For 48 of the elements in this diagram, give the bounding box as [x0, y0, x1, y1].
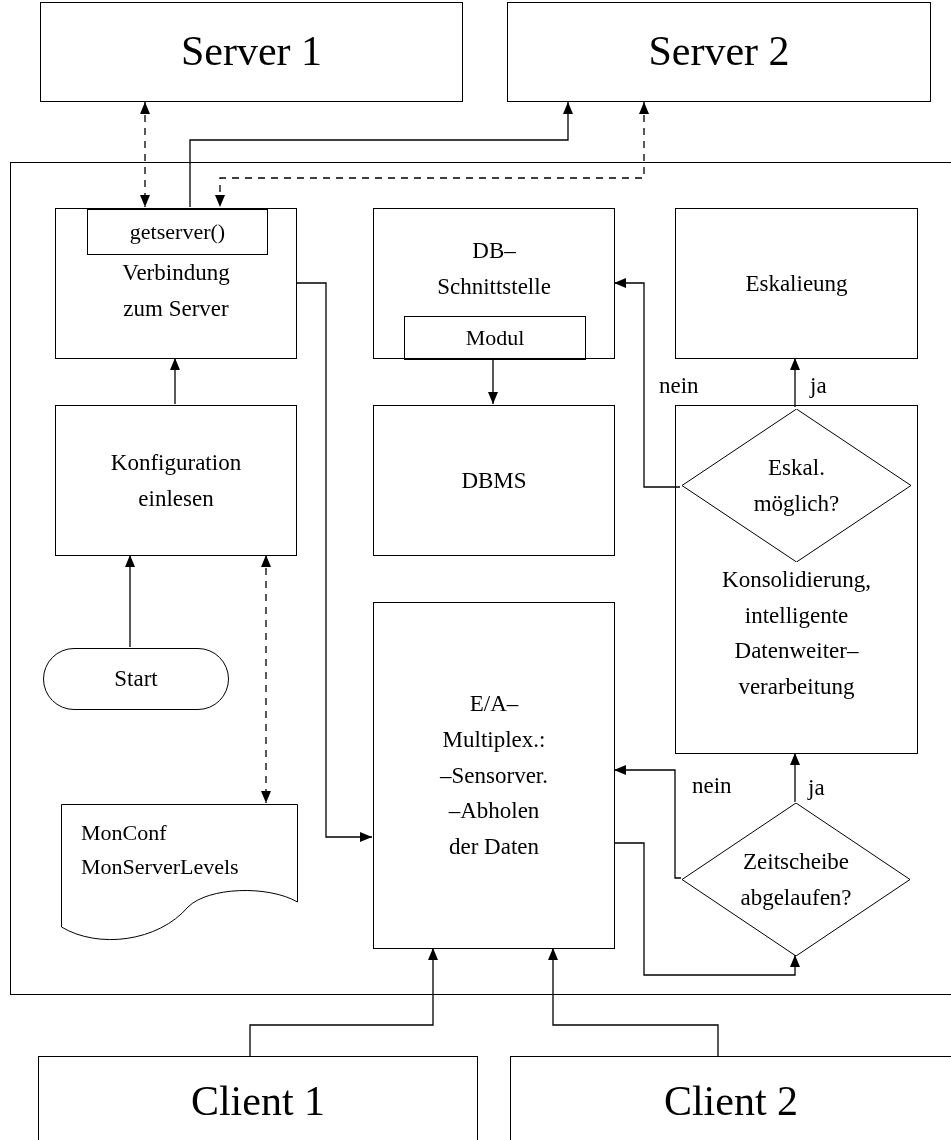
system-boundary-box — [10, 162, 951, 995]
node-label: Konsolidierung, intelligente Datenweiter– verarbeitung — [721, 566, 872, 701]
process-box — [373, 602, 615, 949]
node-label: Client 1 — [190, 1076, 326, 1126]
process-box — [675, 208, 918, 359]
arrow — [295, 282, 373, 842]
module-box — [404, 316, 586, 360]
client-box — [38, 1056, 478, 1140]
node-label: Eskalieung — [745, 269, 848, 298]
node-label: Server 1 — [180, 27, 323, 77]
node-label: Server 2 — [648, 27, 790, 77]
arrow — [170, 357, 180, 405]
arrow — [613, 842, 800, 976]
process-box — [675, 405, 918, 754]
decision-diamond — [682, 803, 910, 956]
node-label: E/A– Multiplex.: –Sensorver. –Abholen der Daten — [440, 690, 548, 861]
arrow — [249, 947, 438, 1057]
node-label: MonConf MonServerLevels — [81, 819, 240, 882]
server-box — [507, 2, 931, 102]
arrow — [548, 947, 719, 1057]
arrow — [790, 752, 800, 803]
node-label: Modul — [465, 323, 525, 352]
server-box — [40, 2, 463, 102]
arrow — [215, 101, 649, 208]
client-box — [510, 1056, 951, 1140]
function-box — [87, 209, 268, 255]
process-box — [55, 208, 297, 359]
node-label: DB– Schnittstelle — [436, 237, 552, 301]
arrow — [488, 357, 498, 405]
arrow — [613, 278, 681, 488]
node-label: Zeitscheibe abgelaufen? — [739, 847, 853, 912]
process-box — [373, 208, 615, 359]
process-box — [373, 405, 615, 556]
node-label: DBMS — [461, 466, 527, 495]
arrow — [189, 101, 573, 208]
arrow — [261, 554, 271, 804]
arrow — [790, 357, 800, 408]
node-label: Konfiguration einlesen — [109, 448, 243, 513]
node-label: getserver() — [129, 217, 226, 246]
node-label: Verbindung zum Server — [121, 259, 231, 323]
node-label: Eskal. möglich? — [752, 453, 841, 518]
node-label: Client 2 — [663, 1076, 799, 1126]
arrow — [613, 765, 682, 879]
decision-diamond — [682, 409, 911, 562]
node-label: Start — [114, 665, 158, 694]
arrow — [140, 101, 150, 208]
process-box — [55, 405, 297, 556]
arrow — [125, 554, 135, 648]
